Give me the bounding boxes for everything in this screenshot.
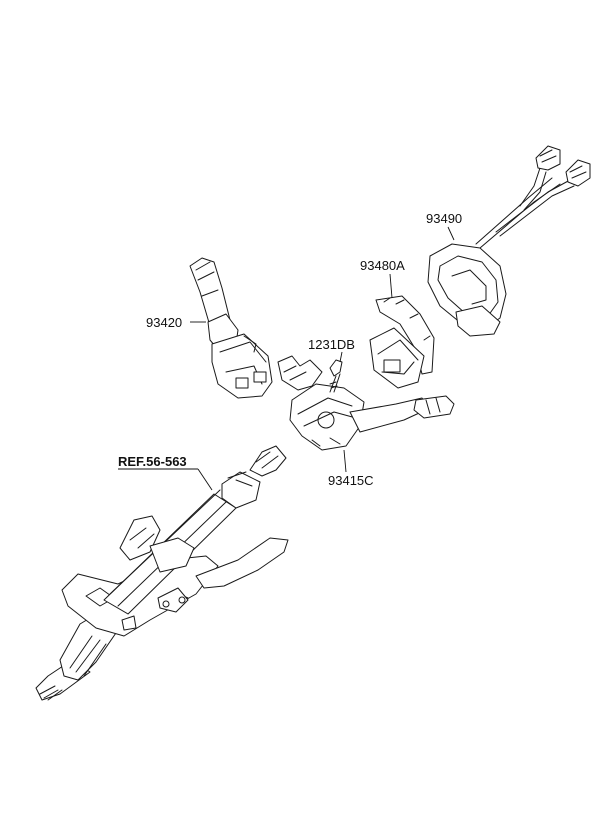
label-ref-56-563: REF.56-563 bbox=[118, 454, 187, 469]
steering-column bbox=[35, 445, 289, 701]
label-bolt: 1231DB bbox=[308, 337, 355, 363]
bolt-part bbox=[329, 359, 343, 393]
label-1231db: 1231DB bbox=[308, 337, 355, 352]
label-93490: 93490 bbox=[426, 211, 462, 226]
label-wiper-switch: 93420 bbox=[146, 315, 206, 330]
label-combination-switch: 93415C bbox=[328, 449, 374, 488]
wiper-switch-part bbox=[189, 257, 273, 399]
label-93420: 93420 bbox=[146, 315, 182, 330]
label-93415c: 93415C bbox=[328, 473, 374, 488]
label-93480a: 93480A bbox=[360, 258, 405, 273]
label-steering-column-ref: REF.56-563 bbox=[118, 454, 213, 491]
clock-spring-part bbox=[427, 145, 591, 337]
switch-body-part bbox=[369, 295, 435, 389]
combination-switch-part bbox=[277, 355, 455, 451]
label-clock-spring: 93490 bbox=[426, 211, 462, 241]
label-switch-body: 93480A bbox=[360, 258, 405, 299]
